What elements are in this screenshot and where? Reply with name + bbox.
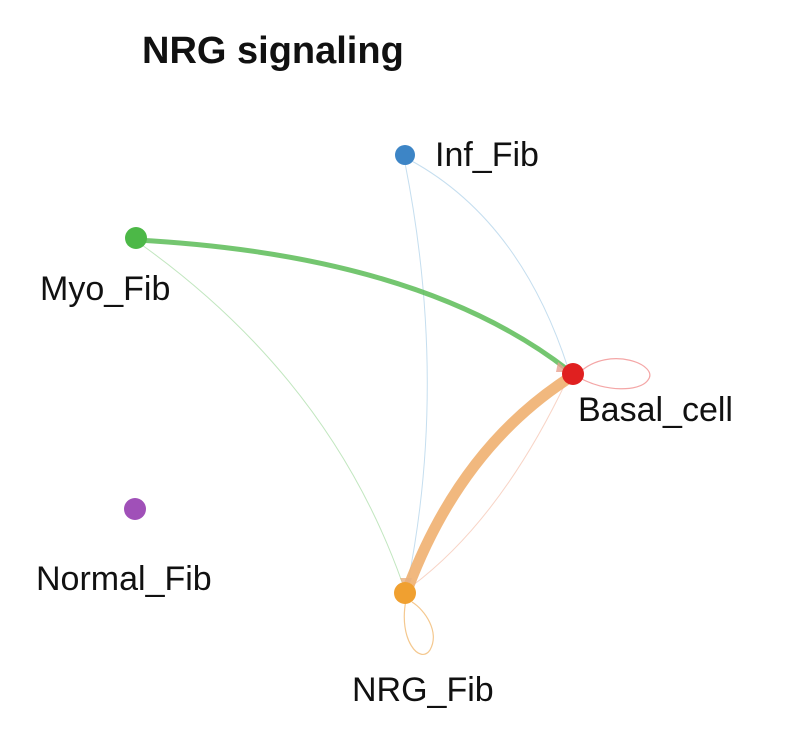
- edge-basal-cell-self-loop: [579, 358, 651, 390]
- edge-myo-fib-to-nrg-fib: [141, 244, 403, 583]
- node-label-basal-cell: Basal_cell: [578, 391, 733, 429]
- edge-nrg-fib-self-loop: [403, 599, 434, 655]
- node-myo-fib: [125, 227, 147, 249]
- edge-inf-fib-to-nrg-fib: [404, 162, 428, 583]
- edge-inf-fib-to-basal-cell: [409, 159, 569, 369]
- node-nrg-fib: [394, 582, 416, 604]
- node-label-nrg-fib: NRG_Fib: [352, 671, 494, 709]
- node-label-normal-fib: Normal_Fib: [36, 560, 212, 598]
- edge-myo-fib-to-basal-cell: [133, 237, 571, 373]
- node-label-inf-fib: Inf_Fib: [435, 136, 539, 174]
- node-inf-fib: [395, 145, 415, 165]
- edge-nrg-fib-to-basal-cell: [402, 374, 572, 594]
- node-normal-fib: [124, 498, 146, 520]
- node-label-myo-fib: Myo_Fib: [40, 270, 170, 308]
- edge-basal-cell-to-nrg-fib: [411, 381, 567, 587]
- diagram-title: NRG signaling: [142, 30, 404, 72]
- node-basal-cell: [562, 363, 584, 385]
